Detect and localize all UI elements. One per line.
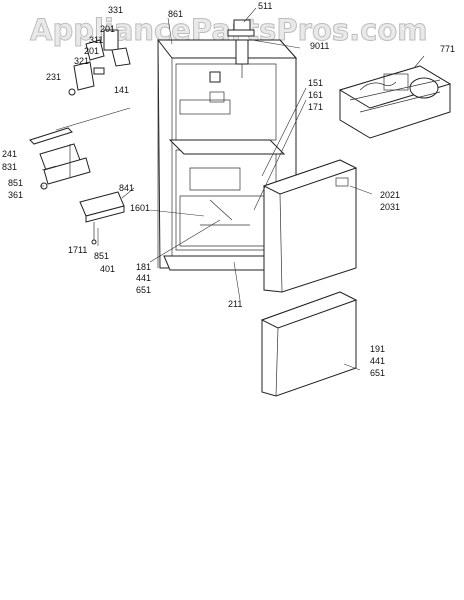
callout-label: 181 xyxy=(136,262,151,272)
callout-label: 441 xyxy=(370,356,385,366)
callout-label: 191 xyxy=(370,344,385,354)
callout-label: 161 xyxy=(308,90,323,100)
compressor-assembly xyxy=(338,65,452,139)
callout-label: 331 xyxy=(108,5,123,15)
lower-drawer xyxy=(260,291,358,397)
callout-label: 231 xyxy=(46,72,61,82)
left-hinge-parts xyxy=(68,29,131,96)
callout-label: 201 xyxy=(84,46,99,56)
callout-label: 861 xyxy=(168,9,183,19)
callout-label: 401 xyxy=(100,264,115,274)
callout-label: 841 xyxy=(119,183,134,193)
callout-label: 311 xyxy=(89,35,103,45)
callout-label: 9011 xyxy=(310,41,329,51)
callout-label: 171 xyxy=(308,102,323,112)
callout-label: 851 xyxy=(8,178,23,188)
callout-label: 241 xyxy=(2,149,17,159)
callout-label: 851 xyxy=(94,251,109,261)
callout-labels: 331 861 511 201 311 201 9011 321 771 231… xyxy=(2,1,455,378)
callout-label: 651 xyxy=(370,368,385,378)
top-hinge-parts xyxy=(209,19,255,83)
callout-label: 211 xyxy=(228,299,242,309)
callout-label: 201 xyxy=(100,24,115,34)
callout-label: 141 xyxy=(114,85,129,95)
callout-label: 151 xyxy=(308,78,323,88)
callout-label: 1711 xyxy=(68,245,87,255)
upper-door xyxy=(262,159,358,293)
callout-label: 511 xyxy=(258,1,272,11)
leader-lines xyxy=(40,7,425,371)
callout-label: 651 xyxy=(136,285,151,295)
callout-label: 361 xyxy=(8,190,23,200)
callout-label: 771 xyxy=(440,44,455,54)
callout-label: 2021 xyxy=(380,190,400,200)
callout-label: 321 xyxy=(74,56,89,66)
cabinet-body xyxy=(156,39,298,271)
callout-label: 441 xyxy=(136,273,151,283)
drawer-slide-bracket xyxy=(79,191,125,245)
lower-hinge-plate xyxy=(29,127,91,190)
callout-label: 831 xyxy=(2,162,17,172)
callout-label: 1601 xyxy=(130,203,150,213)
callout-label: 2031 xyxy=(380,202,400,212)
